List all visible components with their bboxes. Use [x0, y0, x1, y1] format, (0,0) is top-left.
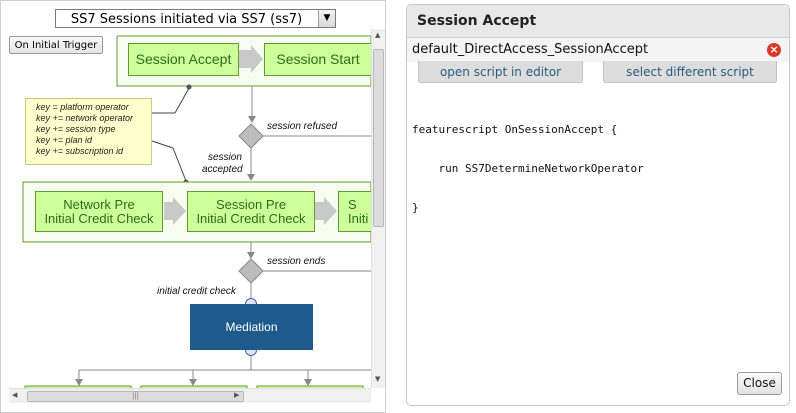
code-line: }	[412, 201, 419, 214]
horizontal-scroll-thumb[interactable]: |||	[27, 391, 244, 402]
label-session-accepted-2: accepted	[202, 164, 243, 175]
key-note[interactable]: key = platform operator key += network o…	[25, 98, 152, 165]
vertical-scroll-thumb[interactable]	[373, 49, 384, 227]
note-line: key += network operator	[36, 113, 134, 123]
label-initial-credit-check: initial credit check	[157, 286, 236, 297]
close-icon[interactable]: ×	[767, 43, 781, 57]
panel-title: Session Accept	[407, 5, 789, 38]
script-name-bar: default_DirectAccess_SessionAccept ×	[407, 38, 789, 62]
code-line: run SS7DetermineNetworkOperator	[412, 162, 644, 175]
node-session-pre-label-2: Initial Credit Check	[196, 211, 306, 226]
node-session-start-label: Session Start	[276, 51, 360, 67]
node-partial-label-1: S	[348, 197, 357, 212]
scroll-down-icon[interactable]: ▼	[375, 375, 381, 383]
note-line: key += session type	[36, 124, 116, 134]
horizontal-scrollbar[interactable]: ◀ ||| ▶	[9, 388, 371, 403]
scroll-right-icon[interactable]: ▶	[234, 391, 240, 399]
note-line: key = platform operator	[36, 102, 129, 112]
node-network-pre-label-1: Network Pre	[63, 197, 135, 212]
select-different-script-button[interactable]: select different script	[603, 61, 777, 83]
node-session-pre-initial-credit-check[interactable]: Session Pre Initial Credit Check	[187, 191, 315, 232]
flow-diagram-panel: SS7 Sessions initiated via SS7 (ss7) ▼ O…	[0, 0, 386, 413]
vertical-scrollbar[interactable]: ▲ ▼	[371, 29, 385, 388]
node-session-pre-label-1: Session Pre	[215, 197, 287, 212]
node-mediation[interactable]: Mediation	[190, 304, 313, 350]
chevron-down-icon[interactable]: ▼	[318, 10, 335, 27]
script-panel: Session Accept default_DirectAccess_Sess…	[406, 4, 790, 406]
node-partial-label-2: Initi	[348, 211, 369, 226]
label-session-refused: session refused	[267, 121, 338, 132]
session-type-select[interactable]: SS7 Sessions initiated via SS7 (ss7) ▼	[55, 9, 336, 28]
script-name: default_DirectAccess_SessionAccept	[412, 42, 649, 57]
on-initial-trigger-button[interactable]: On Initial Trigger	[9, 36, 103, 54]
note-line: key += plan id	[36, 135, 93, 145]
open-script-in-editor-button[interactable]: open script in editor	[418, 61, 583, 83]
scroll-left-icon[interactable]: ◀	[12, 391, 18, 399]
scroll-up-icon[interactable]: ▲	[375, 31, 381, 39]
session-type-select-value: SS7 Sessions initiated via SS7 (ss7)	[70, 12, 303, 27]
note-line: key += subscription id	[36, 146, 124, 156]
close-button[interactable]: Close	[737, 372, 782, 395]
code-line: featurescript OnSessionAccept {	[412, 123, 618, 136]
script-code: featurescript OnSessionAccept { run SS7D…	[412, 97, 644, 240]
node-session-start[interactable]: Session Start	[264, 43, 372, 76]
label-session-accepted-1: session	[208, 152, 242, 163]
node-network-pre-initial-credit-check[interactable]: Network Pre Initial Credit Check	[35, 191, 163, 232]
node-network-pre-label-2: Initial Credit Check	[44, 211, 154, 226]
scroll-grip-icon: |||	[131, 392, 140, 400]
label-session-ends: session ends	[267, 256, 326, 267]
node-session-accept[interactable]: Session Accept	[128, 43, 239, 76]
node-session-accept-label: Session Accept	[135, 51, 232, 67]
